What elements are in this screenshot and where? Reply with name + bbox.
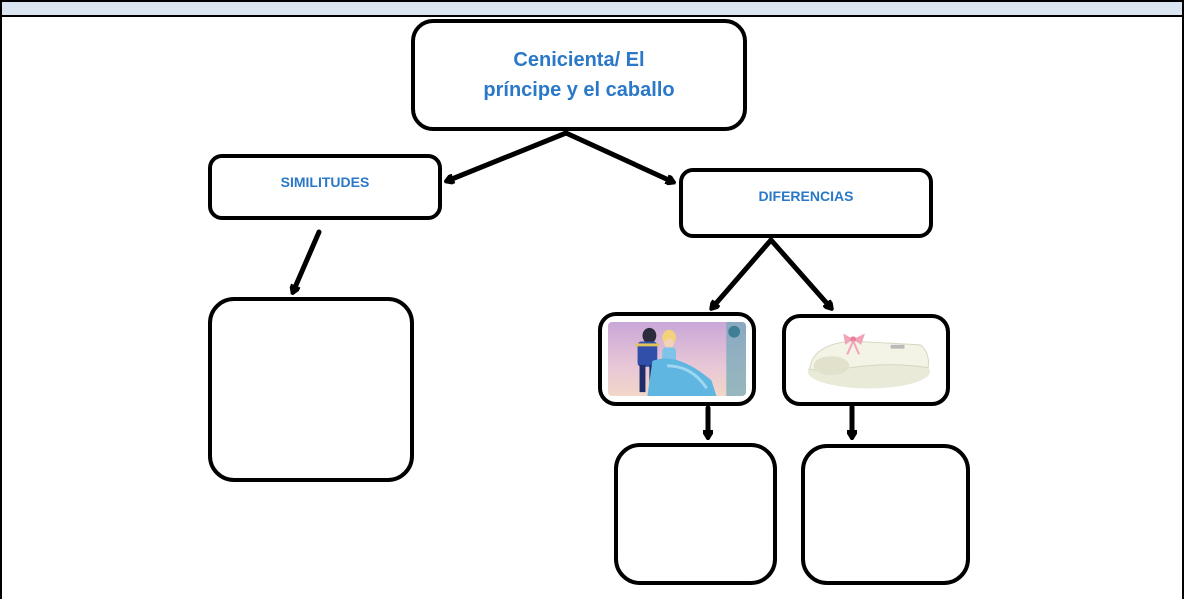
title-node: Cenicienta/ El príncipe y el caballo [411,19,747,131]
white-slipper-pink-bow-image [792,324,940,396]
image-node-right [782,314,950,406]
diferencias-label: DIFERENCIAS [758,188,854,204]
arrow-title-to-diferencias [563,130,673,182]
title-line-1: Cenicienta/ El [513,49,645,71]
similitudes-empty-box [208,297,414,482]
similitudes-node: SIMILITUDES [208,154,442,220]
top-band [2,2,1182,17]
diferencias-empty-box-right [801,444,970,585]
diferencias-empty-box-left [614,443,777,585]
arrow-similitudes-to-box [293,229,322,292]
title-line-2: príncipe y el caballo [483,79,675,101]
arrow-diferencias-to-image-right [768,237,831,308]
similitudes-label: SIMILITUDES [280,174,370,190]
image-node-left [598,312,756,406]
diferencias-node: DIFERENCIAS [679,168,933,238]
cinderella-prince-dancing-image [608,322,746,396]
arrow-diferencias-to-image-left [712,237,774,308]
arrow-title-to-similitudes [447,130,569,181]
